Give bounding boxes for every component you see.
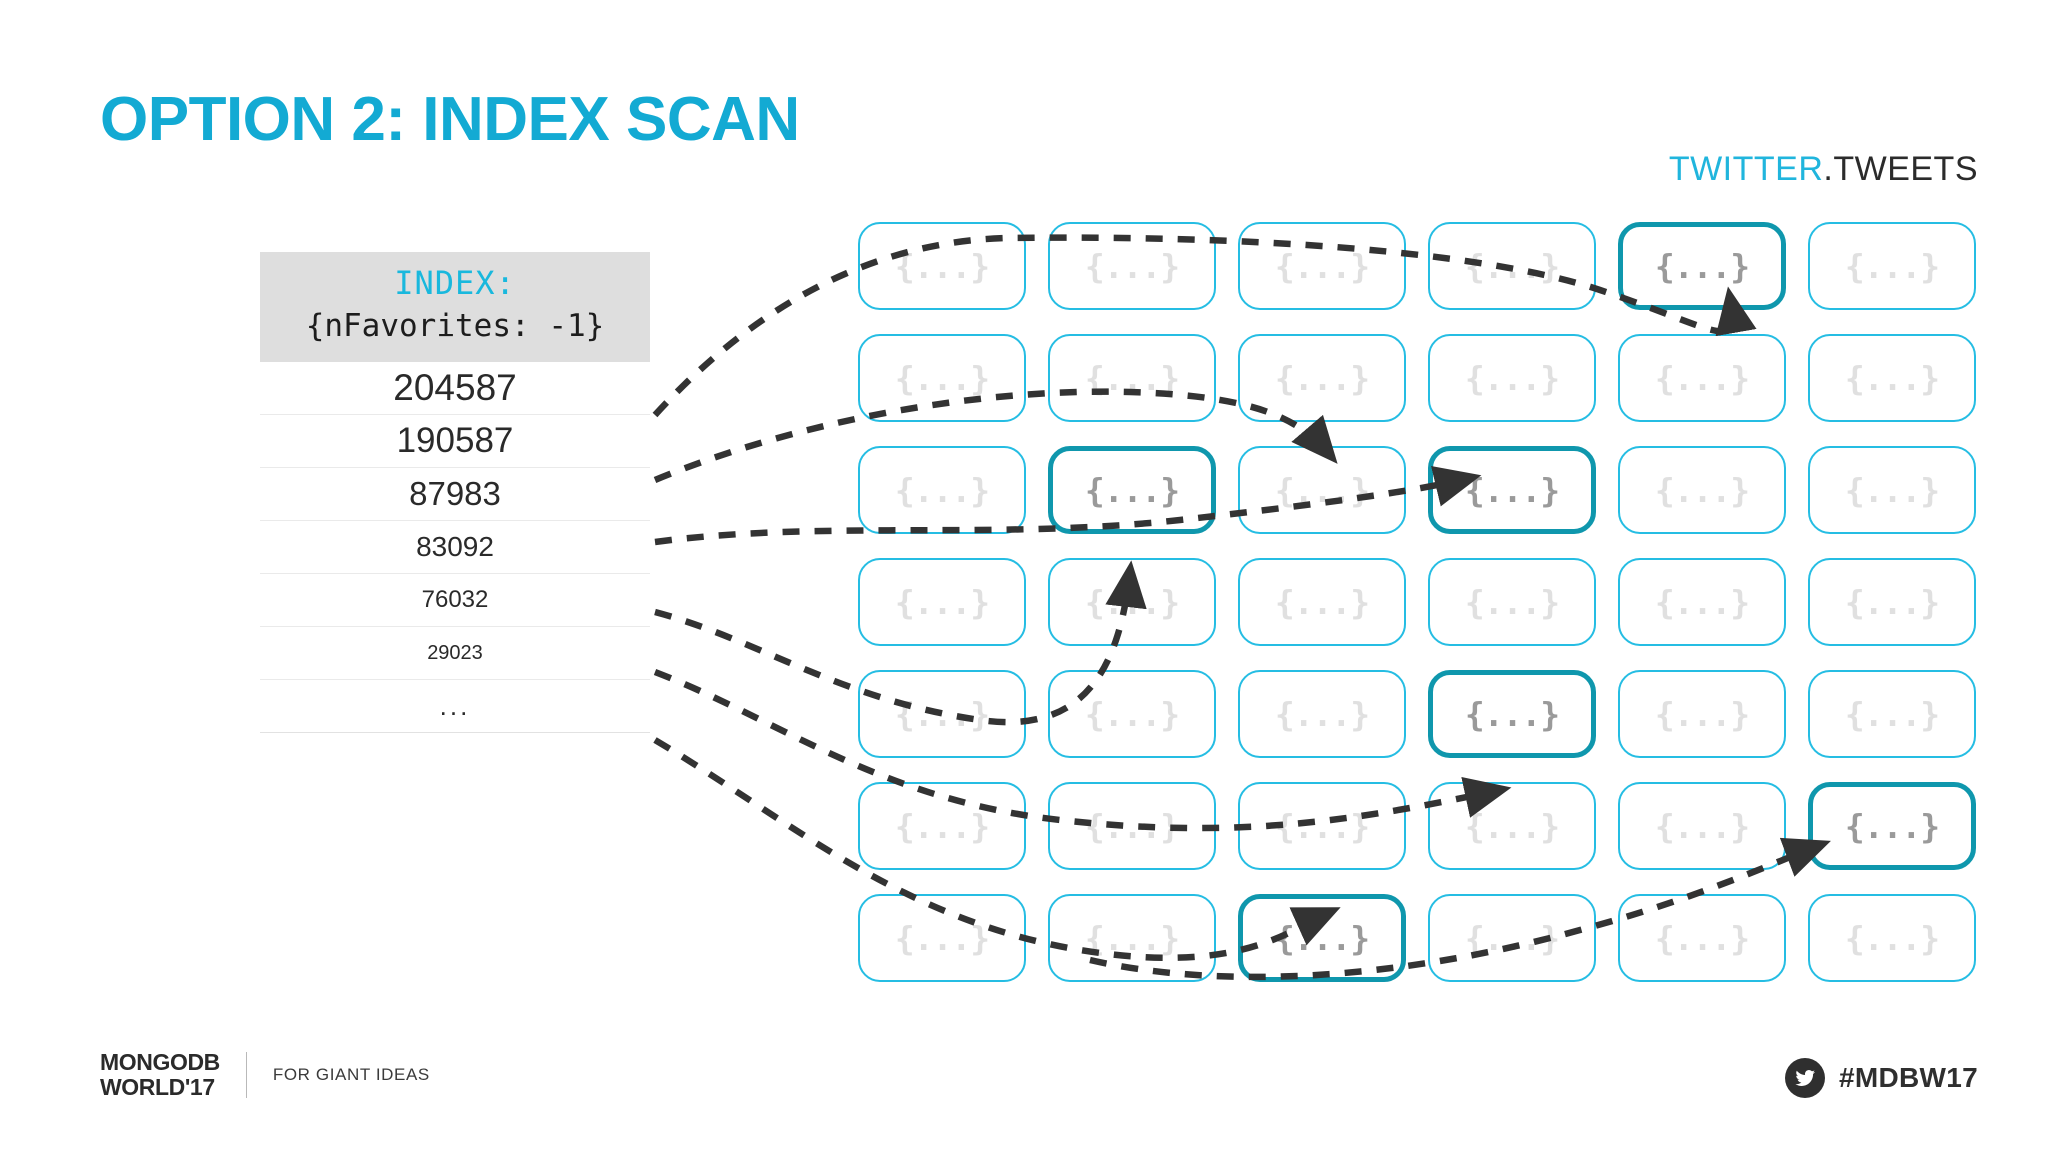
index-row: 87983 [260, 468, 650, 521]
document-cell: {...} [1808, 894, 1976, 982]
document-cell-highlighted: {...} [1428, 670, 1596, 758]
document-cell: {...} [858, 446, 1026, 534]
document-cell: {...} [1428, 782, 1596, 870]
document-cell: {...} [1618, 670, 1786, 758]
document-cell: {...} [1428, 558, 1596, 646]
document-cell: {...} [1808, 334, 1976, 422]
index-row: 76032 [260, 574, 650, 627]
index-row: 204587 [260, 362, 650, 415]
document-cell: {...} [858, 894, 1026, 982]
index-row: 83092 [260, 521, 650, 574]
document-cell: {...} [1238, 782, 1406, 870]
collection-coll-name: .TWEETS [1823, 150, 1978, 188]
index-row: 190587 [260, 415, 650, 468]
document-cell: {...} [858, 222, 1026, 310]
index-table: INDEX: {nFavorites: -1} 204587 190587 87… [260, 252, 650, 733]
index-row-ellipsis: ... [260, 680, 650, 733]
document-cell: {...} [1808, 558, 1976, 646]
collection-db-name: TWITTER [1668, 150, 1824, 188]
document-grid: {...}{...}{...}{...}{...}{...}{...}{...}… [858, 222, 1976, 1012]
document-cell: {...} [1048, 558, 1216, 646]
document-cell-highlighted: {...} [1428, 446, 1596, 534]
page-title: OPTION 2: INDEX SCAN [100, 85, 800, 154]
document-cell: {...} [1238, 670, 1406, 758]
document-cell-highlighted: {...} [1238, 894, 1406, 982]
document-cell: {...} [858, 558, 1026, 646]
collection-name-label: TWITTER.TWEETS [1669, 150, 1978, 189]
document-cell: {...} [1618, 446, 1786, 534]
logo-line-1: MONGODB [100, 1049, 220, 1075]
document-cell: {...} [1048, 894, 1216, 982]
document-cell: {...} [1618, 782, 1786, 870]
document-cell: {...} [1428, 222, 1596, 310]
document-cell: {...} [1048, 334, 1216, 422]
document-cell: {...} [1048, 782, 1216, 870]
index-header-spec: {nFavorites: -1} [305, 308, 605, 344]
document-cell: {...} [1428, 334, 1596, 422]
document-cell: {...} [1048, 670, 1216, 758]
footer-tagline: FOR GIANT IDEAS [272, 1065, 430, 1084]
index-header-title: INDEX: [394, 264, 516, 302]
event-hashtag: #MDBW17 [1838, 1062, 1978, 1093]
document-cell-highlighted: {...} [1048, 446, 1216, 534]
footer-left: MONGODB WORLD'17 FOR GIANT IDEAS [100, 1050, 430, 1100]
document-cell: {...} [1618, 894, 1786, 982]
document-cell: {...} [1808, 446, 1976, 534]
index-table-header: INDEX: {nFavorites: -1} [260, 252, 650, 362]
document-cell: {...} [1238, 558, 1406, 646]
document-cell: {...} [1238, 446, 1406, 534]
document-cell-highlighted: {...} [1808, 782, 1976, 870]
document-cell: {...} [1048, 222, 1216, 310]
mongodb-world-logo: MONGODB WORLD'17 [100, 1050, 220, 1100]
document-cell: {...} [1238, 334, 1406, 422]
document-cell: {...} [1618, 558, 1786, 646]
document-cell: {...} [1238, 222, 1406, 310]
index-row: 29023 [260, 627, 650, 680]
document-cell-highlighted: {...} [1618, 222, 1786, 310]
document-cell: {...} [1808, 222, 1976, 310]
document-cell: {...} [1808, 670, 1976, 758]
document-cell: {...} [858, 670, 1026, 758]
logo-line-2: WORLD'17 [100, 1074, 215, 1100]
document-cell: {...} [858, 782, 1026, 870]
twitter-icon [1784, 1058, 1825, 1098]
footer-divider [245, 1052, 247, 1098]
document-cell: {...} [1428, 894, 1596, 982]
document-cell: {...} [1618, 334, 1786, 422]
document-cell: {...} [858, 334, 1026, 422]
footer-right: #MDBW17 [1784, 1058, 1978, 1098]
